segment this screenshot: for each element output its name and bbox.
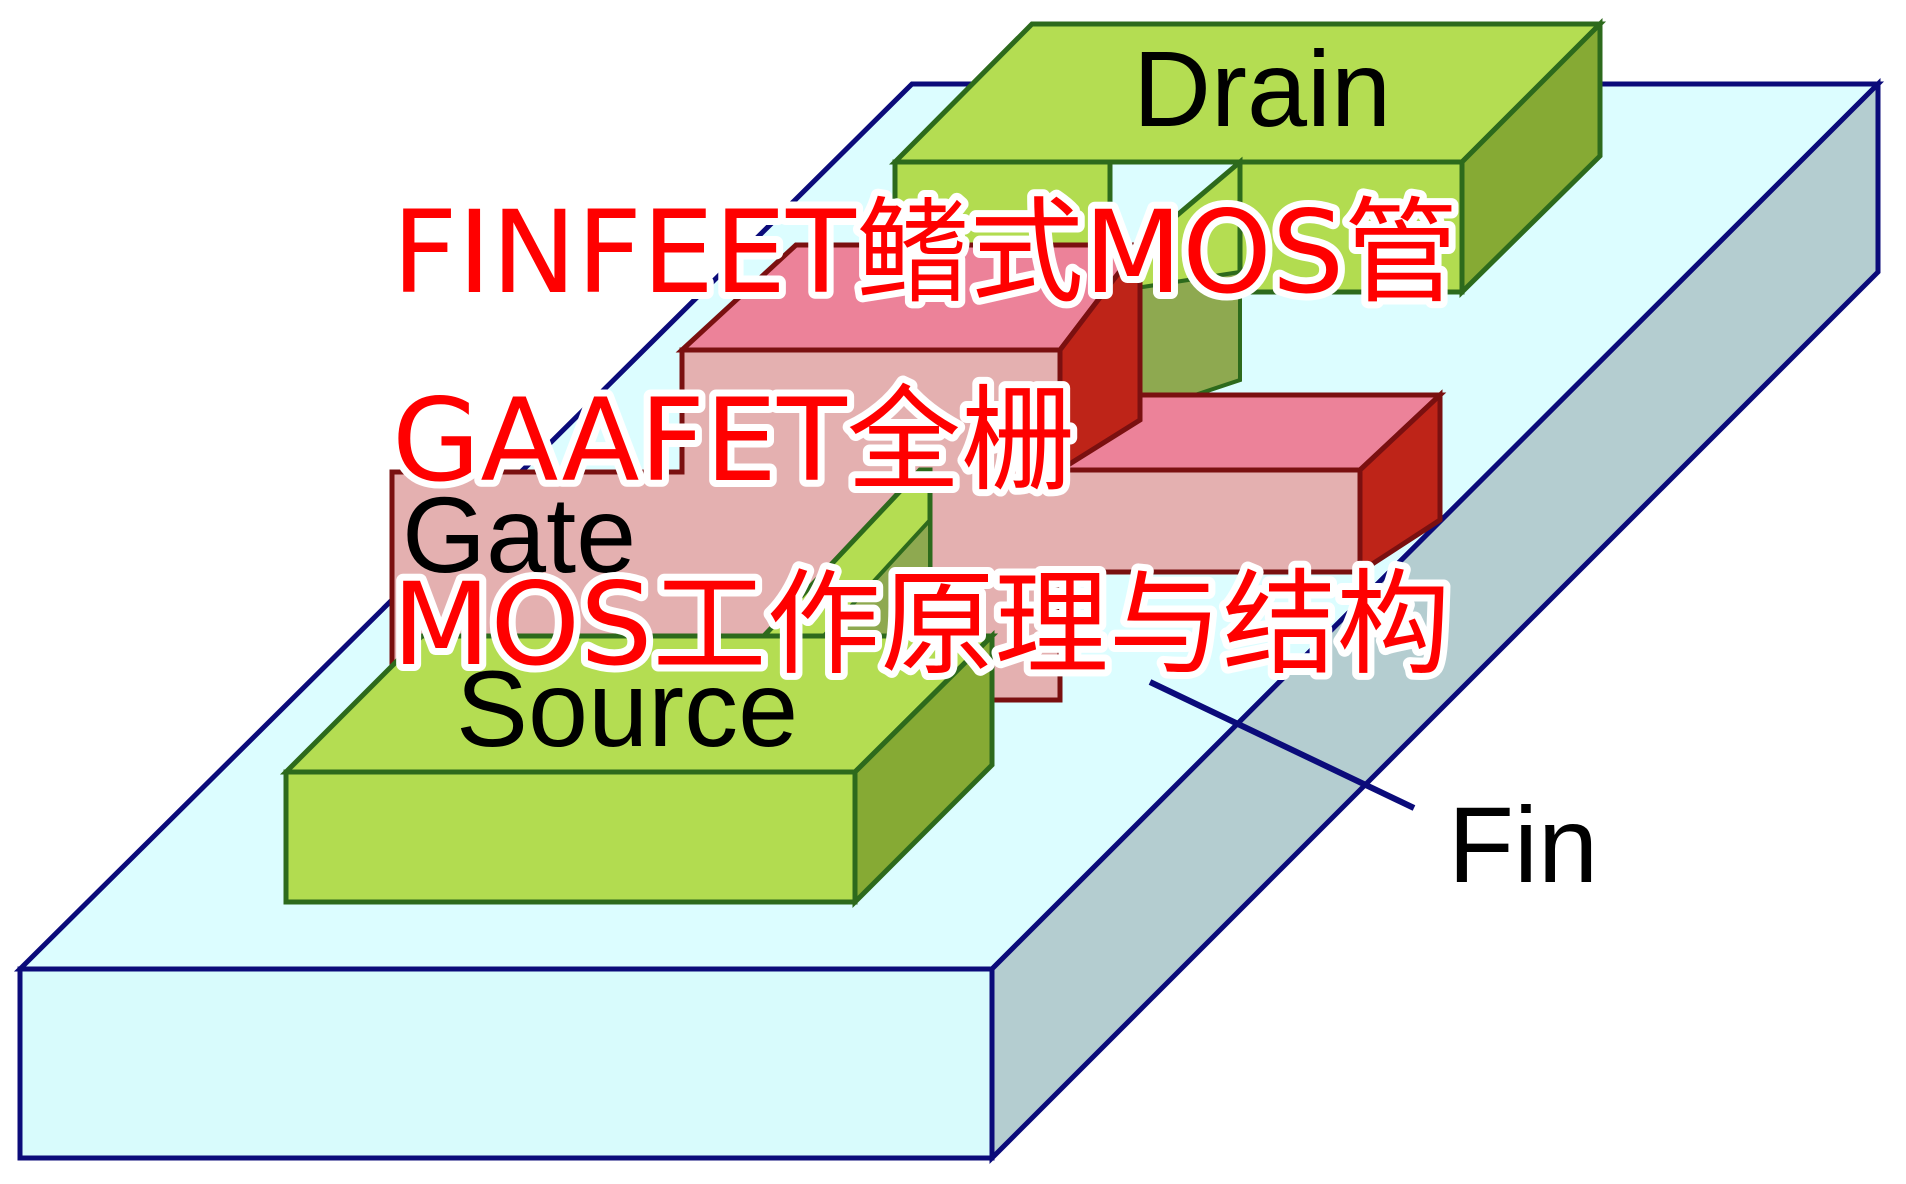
fin-label: Fin [1448,784,1598,905]
title-line-gaafet: GAAFET全栅 [392,374,1075,507]
drain-label: Drain [1133,28,1391,149]
title-line-finfet: FINFEET鳍式MOS管 [392,186,1458,319]
overlay-title: FINFEET鳍式MOS管 GAAFET全栅 MOS工作原理与结构 [385,179,1465,698]
title-line-mos-principle: MOS工作原理与结构 [392,558,1450,691]
fin-pointer-line [1148,679,1416,811]
substrate-front-face [17,966,995,1161]
source-front-face [283,769,858,905]
source-block [279,629,999,909]
gate-label: Gate [402,474,636,595]
gate-side-face-right [1357,389,1443,577]
source-label: Source [456,648,798,769]
gate-side-face-upper [1057,237,1143,475]
fin-gate-segment [754,467,933,643]
